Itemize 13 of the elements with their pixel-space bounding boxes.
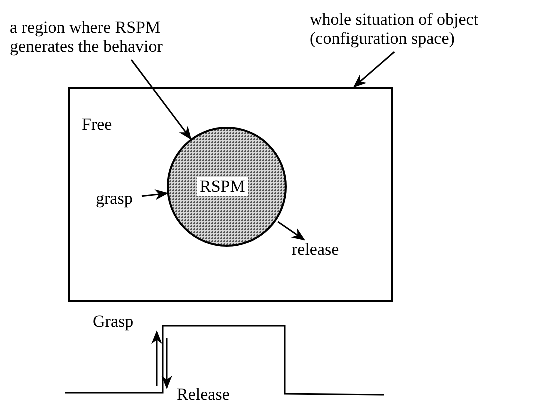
configuration-space-box — [68, 87, 393, 302]
transition-label: release — [292, 240, 346, 260]
arrow — [130, 60, 192, 140]
transition-label: grasp — [96, 189, 140, 209]
transition-label: Grasp — [93, 312, 134, 331]
arrow — [278, 221, 306, 241]
annotation-text: whole situation of object (configuration space) — [310, 10, 530, 50]
arrow — [353, 51, 396, 88]
annotation-text: a region where RSPM generates the behavior — [10, 18, 220, 58]
region-label: RSPM — [197, 177, 248, 196]
region-label: Free — [82, 115, 112, 134]
arrow — [142, 190, 169, 200]
transition-label: Release — [177, 385, 230, 404]
